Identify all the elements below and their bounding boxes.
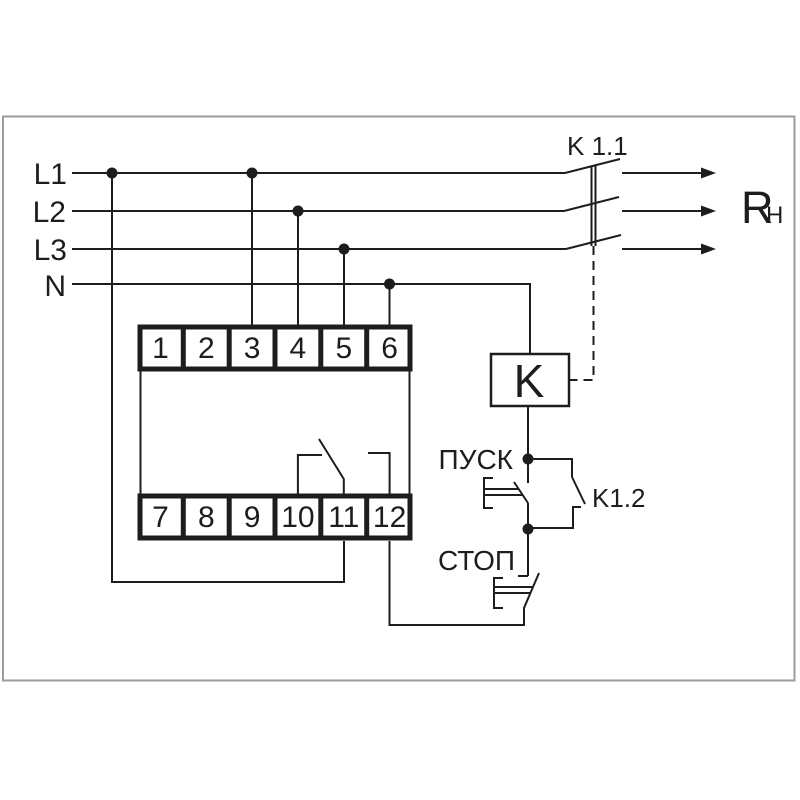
stop-blade	[523, 572, 540, 625]
coil-box	[489, 352, 571, 408]
load-label-base: R	[741, 182, 774, 233]
bus-label-l3: L3	[34, 234, 67, 267]
terminal-1: 1	[152, 332, 169, 365]
pushbutton-stem-icon	[494, 586, 532, 594]
start-button: ПУСК	[439, 444, 529, 529]
coil-label: K	[514, 355, 545, 407]
k11-coil-link-dashed	[570, 246, 595, 381]
bus-lines	[72, 172, 566, 354]
bus-line-n-to-coil	[72, 283, 531, 354]
stop-top-wire	[518, 529, 529, 577]
k12-label: K1.2	[592, 483, 646, 513]
start-label: ПУСК	[439, 444, 514, 475]
junction-dot	[338, 243, 350, 255]
pushbutton-cap-icon	[483, 477, 493, 509]
arrowhead-icon	[701, 167, 716, 179]
load-label: R H	[741, 182, 783, 233]
terminal-strip-bottom-dividers	[180, 496, 370, 538]
contact-blade-terminal11	[318, 438, 345, 494]
terminal-3: 3	[244, 332, 261, 365]
contactor-coil: K	[489, 352, 571, 459]
pushbutton-stem-icon	[484, 488, 522, 496]
k11-label: K 1.1	[567, 131, 628, 161]
stop-button: СТОП	[438, 529, 540, 625]
terminal-strip-top-dividers	[180, 327, 370, 369]
junction-dot	[384, 278, 395, 290]
start-blade	[513, 481, 529, 504]
k11-linkage-bars	[590, 166, 597, 246]
stop-label: СТОП	[438, 545, 515, 576]
bus-label-n: N	[44, 270, 66, 303]
aux-contact-k12: K1.2	[528, 458, 646, 529]
diagram-frame	[2, 115, 796, 682]
contact-fixed-terminal10	[296, 454, 322, 494]
relay-module: 1 2 3 4 5 6 7 8 9 10 11 12	[137, 324, 413, 541]
junction-dot	[246, 167, 258, 179]
junction-dot	[292, 205, 304, 217]
main-contact-k11: K 1.1	[563, 131, 628, 381]
k11-blade-l3	[565, 234, 622, 250]
arrowhead-icon	[701, 205, 716, 217]
bus-label-l2: L2	[33, 196, 66, 229]
load-label-subscript: H	[766, 202, 783, 229]
terminal-4: 4	[290, 332, 307, 365]
wire-l1-to-terminal11	[111, 173, 345, 583]
k12-bottom-wire	[528, 506, 581, 529]
junction-dots	[106, 167, 534, 535]
terminal-5: 5	[335, 332, 352, 365]
terminal-7: 7	[152, 501, 169, 534]
contact-fixed-terminal12	[368, 452, 391, 494]
k12-blade	[571, 476, 586, 505]
load-arrows	[622, 167, 716, 255]
terminal-9: 9	[244, 501, 261, 534]
terminal-12: 12	[373, 501, 406, 534]
k12-top-wire	[528, 458, 573, 477]
arrowhead-icon	[701, 243, 716, 255]
terminal-6: 6	[381, 332, 398, 365]
terminal-10: 10	[281, 501, 314, 534]
bus-label-l1: L1	[34, 158, 67, 191]
terminal-11: 11	[328, 501, 359, 534]
terminal-8: 8	[198, 501, 215, 534]
junction-dot	[106, 167, 118, 179]
terminal-2: 2	[198, 332, 215, 365]
internal-changeover-contact	[296, 438, 391, 494]
